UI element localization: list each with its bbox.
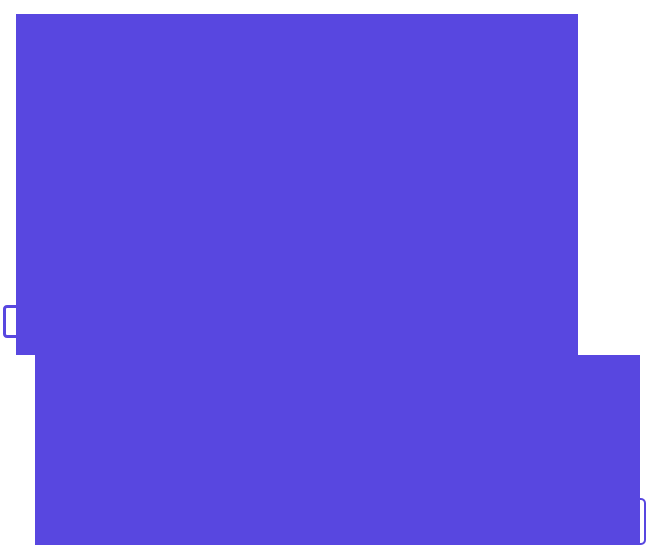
purple-overlay-top-block (16, 14, 578, 355)
purple-overlay-bottom-block (35, 355, 640, 545)
